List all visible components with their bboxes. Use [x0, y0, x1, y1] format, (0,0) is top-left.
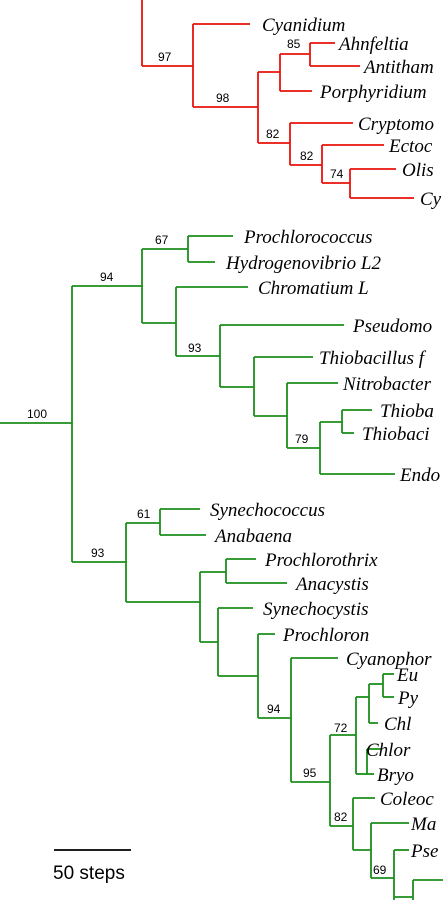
taxon-label: Chlor — [366, 740, 411, 761]
taxon-label: Anacystis — [294, 574, 369, 595]
taxon-label: Coleoc — [380, 789, 434, 810]
taxon-label: Cyanophor — [346, 649, 432, 670]
taxon-label: Chl — [384, 714, 411, 735]
bootstrap-value: 94 — [100, 270, 114, 284]
taxon-label: Ectoc — [388, 136, 433, 157]
taxon-label: Thiobaci — [362, 424, 430, 445]
bootstrap-value: 74 — [330, 167, 344, 181]
taxon-label: Prochlorothrix — [264, 550, 378, 571]
taxon-label: Endo — [399, 465, 440, 486]
bootstrap-value: 61 — [137, 507, 151, 521]
bootstrap-value: 95 — [303, 766, 317, 780]
taxon-label: Hydrogenovibrio L2 — [225, 253, 381, 274]
bootstrap-value: 93 — [91, 546, 105, 560]
bootstrap-value: 72 — [334, 721, 348, 735]
bootstrap-value: 82 — [266, 127, 280, 141]
taxon-label: Porphyridium — [319, 82, 427, 103]
bootstrap-value: 100 — [27, 407, 47, 421]
taxon-label: Anabaena — [213, 526, 292, 547]
taxon-label: Py — [397, 688, 419, 709]
bootstrap-value: 82 — [334, 810, 348, 824]
taxon-label: Thioba — [380, 401, 434, 422]
bootstrap-value: 85 — [287, 37, 301, 51]
red-clade — [141, 0, 414, 199]
bootstrap-value: 98 — [216, 91, 230, 105]
taxon-label: Eu — [396, 665, 418, 686]
taxon-label: Chromatium L — [258, 278, 369, 299]
scale-bar-label: 50 steps — [53, 863, 125, 884]
bootstrap-value: 82 — [300, 149, 314, 163]
taxon-label: Synechocystis — [263, 599, 369, 620]
bootstrap-value: 94 — [267, 702, 281, 716]
bootstrap-value: 67 — [155, 233, 169, 247]
taxon-label: Thiobacillus f — [319, 348, 427, 369]
taxon-label: Synechococcus — [210, 500, 325, 521]
taxon-label: Olis — [402, 160, 434, 181]
scale-bar: 50 steps — [53, 849, 131, 884]
bootstrap-value: 79 — [295, 432, 309, 446]
taxon-label: Pseudomo — [352, 316, 432, 337]
taxon-label: Antitham — [362, 57, 434, 78]
taxon-label: Ma — [410, 814, 436, 835]
taxon-label: Prochloron — [282, 625, 369, 646]
bootstrap-value: 69 — [373, 863, 387, 877]
bootstrap-values: 97 85 98 82 82 74 100 94 67 93 79 93 61 … — [27, 37, 387, 877]
taxon-label: Cy — [420, 189, 442, 210]
taxon-label: Prochlorococcus — [243, 227, 372, 248]
taxon-label: Ahnfeltia — [337, 34, 409, 55]
bootstrap-value: 93 — [188, 341, 202, 355]
taxon-label: Pse — [410, 841, 438, 862]
taxon-label: Bryo — [377, 765, 414, 786]
taxon-label: Nitrobacter — [342, 374, 432, 395]
green-clade — [0, 235, 443, 900]
taxon-label: Cryptomo — [358, 114, 434, 135]
taxon-label: Cyanidium — [262, 15, 345, 36]
taxon-labels: Cyanidium Ahnfeltia Antitham Porphyridiu… — [210, 15, 442, 862]
bootstrap-value: 97 — [158, 50, 172, 64]
